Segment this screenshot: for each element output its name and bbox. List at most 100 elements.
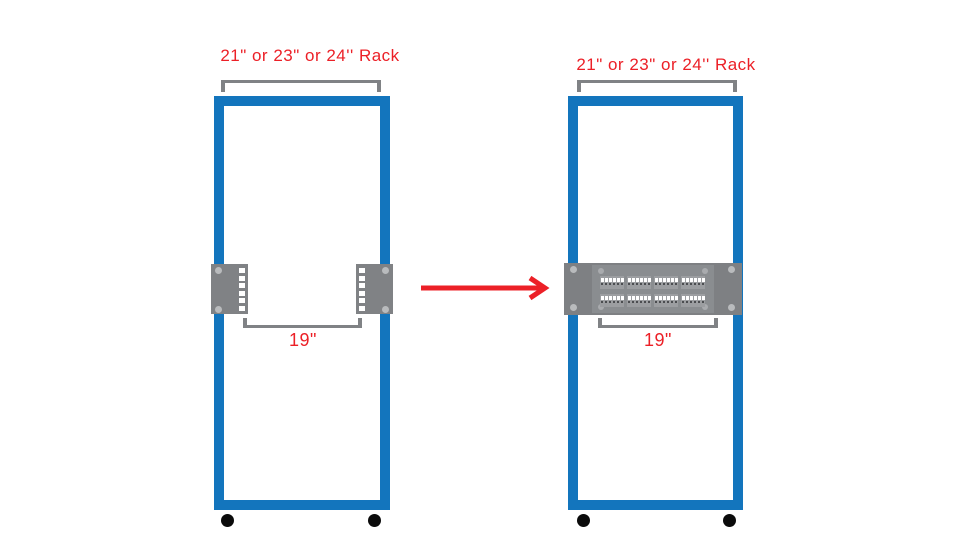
caster-wheel-icon [221,514,234,527]
rail-mounting-hole [359,298,365,304]
panel-face-screw-icon [702,268,708,274]
port-jack [701,296,705,307]
port-jack [612,278,616,289]
rail-mounting-hole [359,283,365,289]
port-jack [604,278,608,289]
port-jack [670,278,674,289]
panel-ear-screw-icon [728,304,735,311]
port-jack [681,296,685,307]
port-block-grid [600,276,705,307]
port-jack [666,278,670,289]
panel-face-screw-icon [702,304,708,310]
port-jack [666,296,670,307]
rail-screw-icon [382,306,389,313]
panel-face-screw-icon [598,268,604,274]
rail-screw-icon [382,267,389,274]
left-rack-mount-width-label: 19" [289,330,317,350]
port-jack [604,296,608,307]
port-jack [670,296,674,307]
rail-mounting-hole [239,283,245,289]
port-jack [697,278,701,289]
panel-ear-screw-icon [570,266,577,273]
port-jack [600,296,604,307]
caster-wheel-icon [368,514,381,527]
port-jack [631,278,635,289]
patch-panel-face [592,265,714,313]
rail-hole-column [359,268,365,311]
port-block [654,276,678,289]
left-rack-width-dimension-bracket [221,80,381,92]
rail-mounting-hole [239,290,245,296]
panel-ear-screw-icon [728,266,735,273]
port-jack [681,278,685,289]
port-jack [608,278,612,289]
port-jack [658,278,662,289]
port-block [681,294,705,307]
rail-mounting-hole [359,275,365,281]
rail-mounting-hole [239,298,245,304]
left-rack-mount-width-dimension-bracket [243,318,362,328]
rail-mounting-hole [239,268,245,273]
port-jack [685,296,689,307]
port-jack [689,296,693,307]
rail-screw-icon [215,267,222,274]
rail-screw-icon [215,306,222,313]
port-jack [697,296,701,307]
port-block [600,276,624,289]
rail-hole-column [239,268,245,311]
right-rack-width-dimension-bracket [577,80,737,92]
port-jack [639,278,643,289]
port-jack [600,278,604,289]
left-rack-width-label: 21" or 23" or 24'' Rack [220,46,400,65]
rail-mounting-hole [359,290,365,296]
right-rack-width-label: 21" or 23" or 24'' Rack [576,55,756,74]
port-block [681,276,705,289]
caster-wheel-icon [577,514,590,527]
port-jack [627,296,631,307]
patch-panel [564,263,742,315]
port-jack [674,278,678,289]
port-jack [639,296,643,307]
port-jack [674,296,678,307]
port-jack [635,296,639,307]
left-rack-mounting-rail-right [356,264,393,314]
rail-mounting-hole [239,305,245,311]
panel-face-screw-icon [598,304,604,310]
port-jack [620,278,624,289]
right-rack-mount-width-label: 19" [644,330,672,350]
left-rack-mounting-rail-left [211,264,248,314]
port-jack [643,278,647,289]
port-jack [654,296,658,307]
panel-ear-screw-icon [570,304,577,311]
port-jack [627,278,631,289]
port-block [600,294,624,307]
port-jack [693,296,697,307]
port-jack [689,278,693,289]
port-jack [685,278,689,289]
port-jack [635,278,639,289]
caster-wheel-icon [723,514,736,527]
rail-mounting-hole [359,305,365,311]
port-jack [647,296,651,307]
port-block [627,276,651,289]
port-jack [647,278,651,289]
port-jack [616,296,620,307]
port-jack [658,296,662,307]
port-jack [662,278,666,289]
port-jack [654,278,658,289]
port-jack [643,296,647,307]
port-jack [620,296,624,307]
port-jack [608,296,612,307]
port-jack [662,296,666,307]
port-jack [631,296,635,307]
port-jack [701,278,705,289]
port-jack [612,296,616,307]
right-rack-mount-width-dimension-bracket [598,318,718,328]
port-block [627,294,651,307]
arrow-right-icon [421,275,550,301]
port-block [654,294,678,307]
port-jack [693,278,697,289]
port-jack [616,278,620,289]
rail-mounting-hole [239,275,245,281]
